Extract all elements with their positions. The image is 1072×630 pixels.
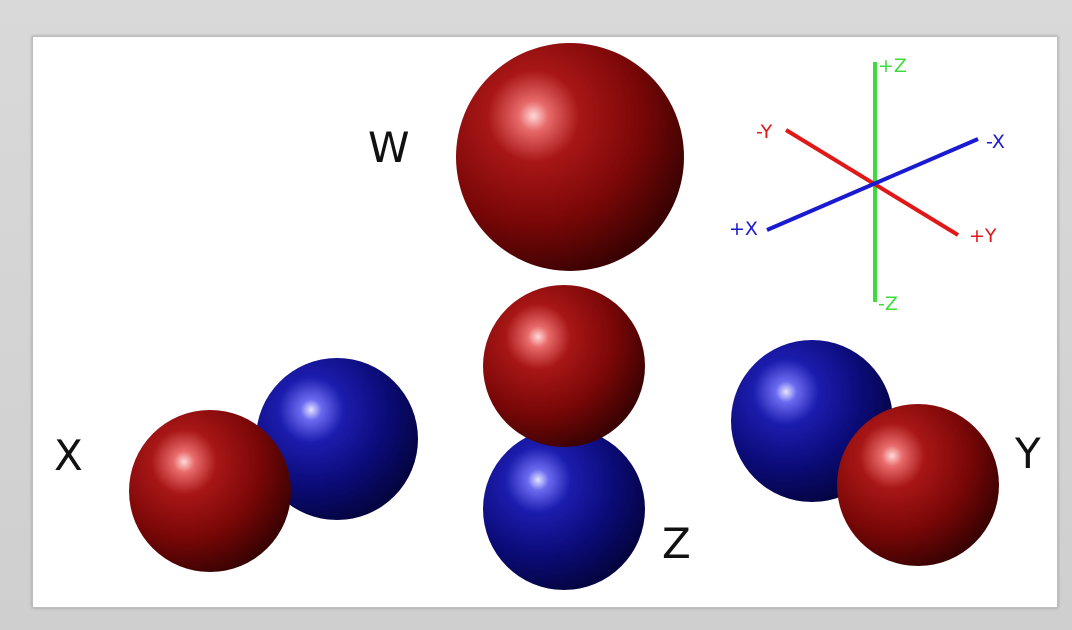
x-orbital-positive-lobe [129,410,291,572]
minus-x-label: -X [986,131,1005,153]
z-label: Z [662,519,691,568]
x-label: X [54,431,83,480]
y-label: Y [1014,429,1041,478]
plus-x-label: +X [729,218,758,240]
z-orbital-negative-lobe [483,428,645,590]
y-orbital-positive-lobe [837,404,999,566]
w-label: W [368,123,410,172]
w-orbital-sphere [456,43,684,271]
y-axis-line [784,128,960,237]
minus-y-label: -Y [756,121,773,143]
axis-indicator: +Z -Z -Y +Y -X +X [729,55,1005,315]
minus-z-label: -Z [878,293,898,315]
plus-z-label: +Z [878,55,907,77]
plus-y-label: +Y [969,225,997,247]
z-orbital-positive-lobe [483,285,645,447]
x-orbital-negative-lobe [256,358,418,520]
orbital-diagram: W X Y Z +Z -Z -Y +Y -X +X [54,43,1041,590]
diagram-panel: W X Y Z +Z -Z -Y +Y -X +X [32,36,1058,608]
x-axis-line [766,137,979,232]
